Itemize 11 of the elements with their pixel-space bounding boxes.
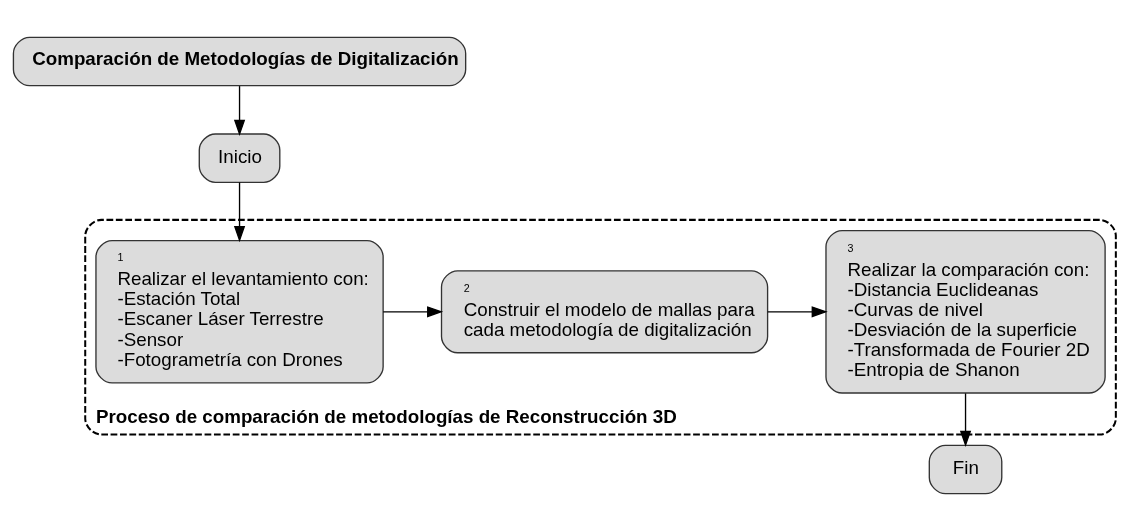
arrow xyxy=(233,181,246,242)
arrow xyxy=(959,392,972,447)
node-box: Comparación de Metodologías de Digitalización xyxy=(12,36,467,86)
node-box: 1 Realizar el levantamiento con: -Estación Total -Escaner Láser Terrestre -Sensor -Fotogrametría con Drones xyxy=(95,239,384,384)
node-box: Fin xyxy=(928,444,1003,494)
node-box: 2 Construir el modelo de mallas para cada metodología de digitalización xyxy=(440,269,769,353)
arrow xyxy=(767,305,828,317)
node-box: Inicio xyxy=(198,132,281,183)
node-box: 3 Realizar la comparación con: -Distancia Euclideanas -Curvas de nivel -Desviación de la superficie -Transformada de Fourier 2D -Entropia de Shanon xyxy=(825,229,1106,394)
arrow xyxy=(382,305,444,317)
arrow xyxy=(233,84,246,136)
